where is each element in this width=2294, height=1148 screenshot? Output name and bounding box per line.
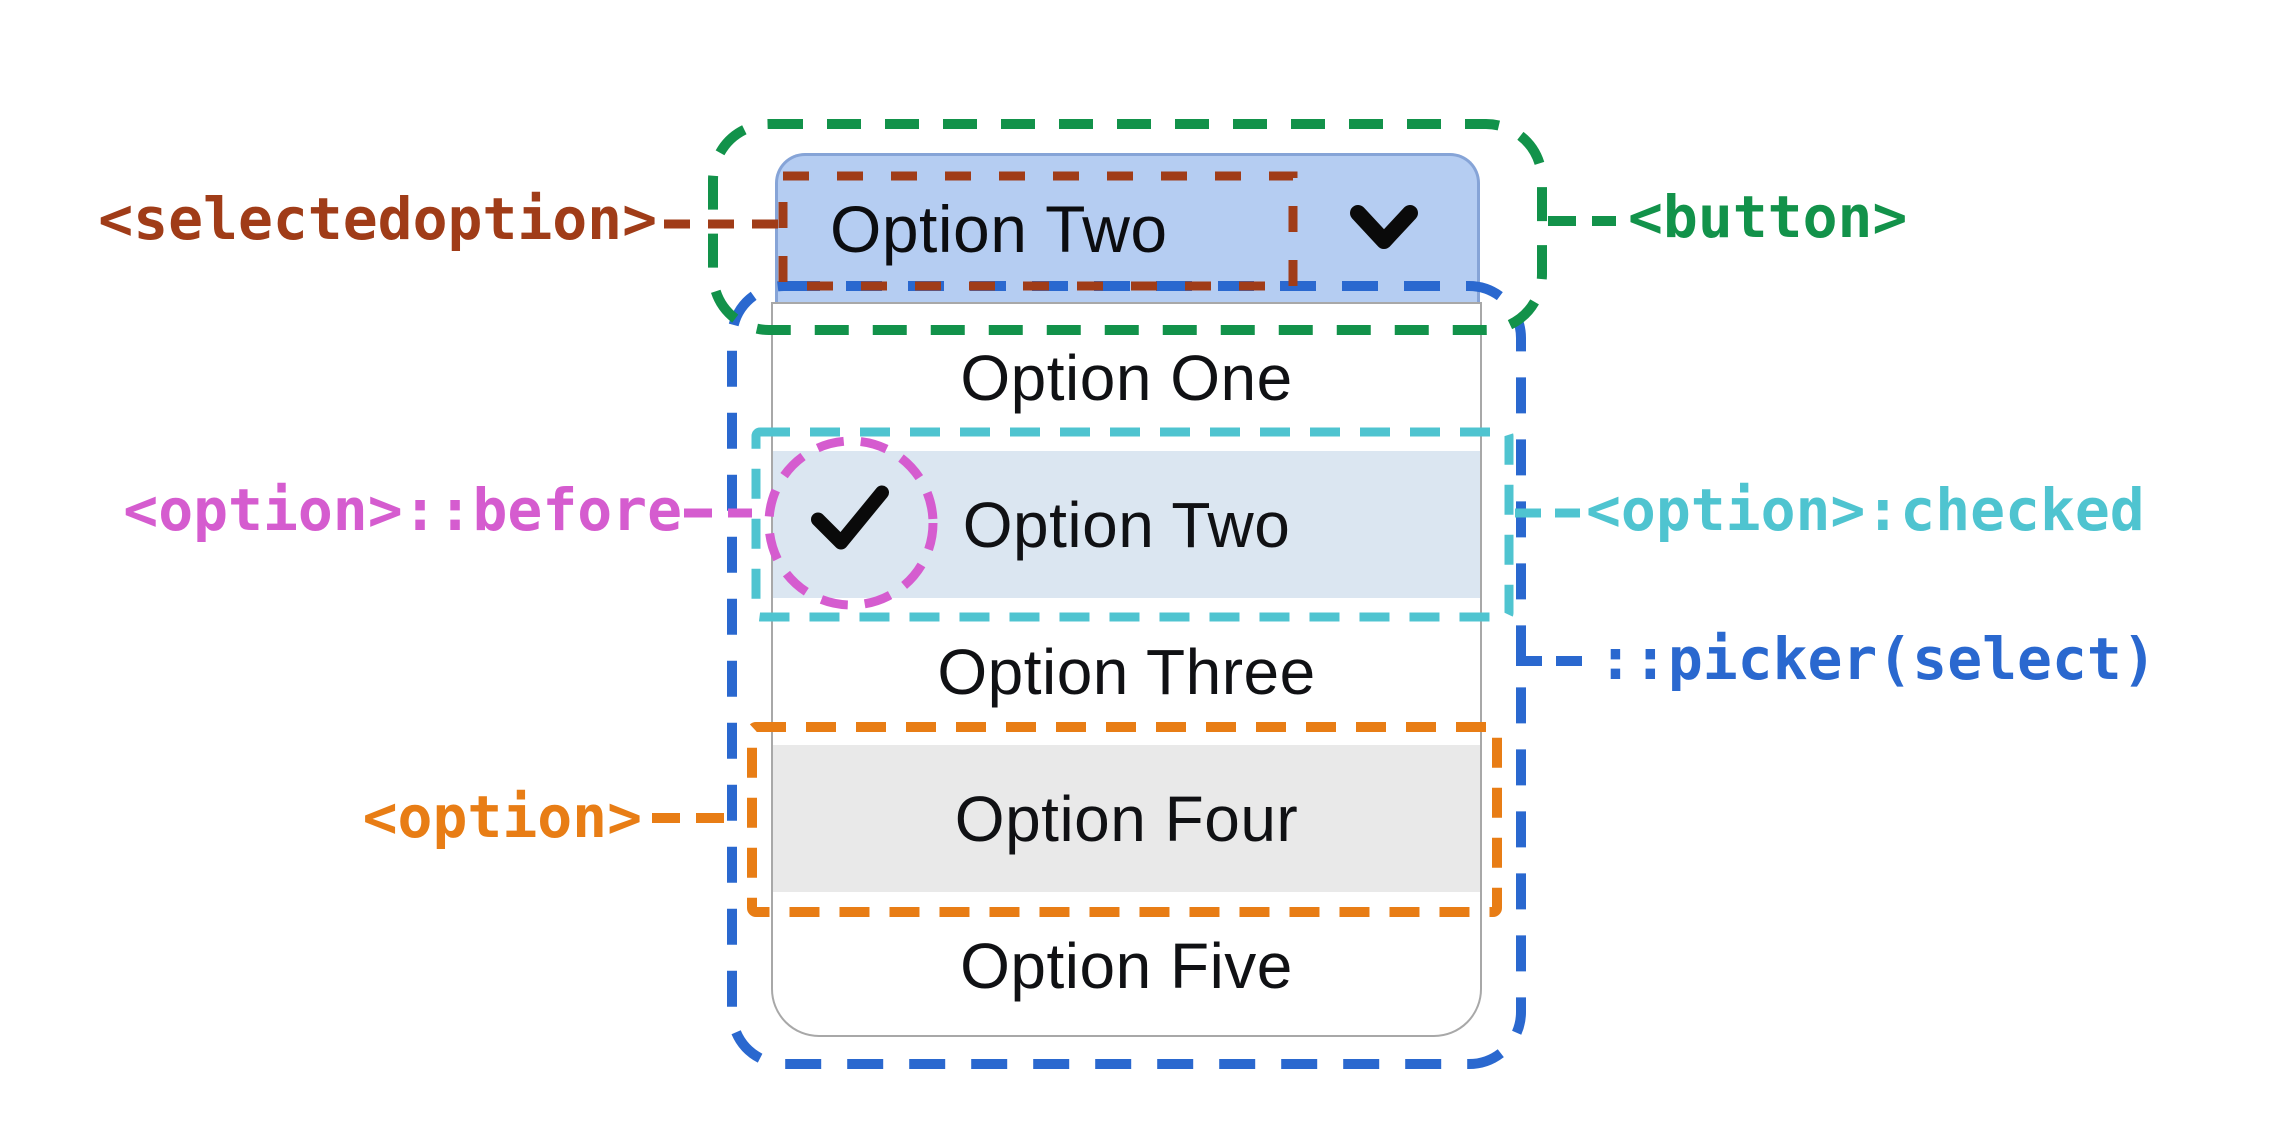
annotation-label-option-checked: <option>:checked <box>1586 476 2145 544</box>
option-item-four-hovered[interactable]: Option Four <box>773 745 1480 892</box>
selected-option-text: Option Two <box>830 192 1168 266</box>
chevron-down-icon <box>1349 191 1419 267</box>
option-label: Option Five <box>960 929 1293 1002</box>
option-label: Option Three <box>937 635 1316 708</box>
select-picker: Option One Option Two Option Three Optio… <box>771 302 1482 1037</box>
option-item-three[interactable]: Option Three <box>773 598 1480 745</box>
check-icon <box>809 483 891 566</box>
annotation-label-button: <button> <box>1628 183 1908 251</box>
option-item-two-checked[interactable]: Option Two <box>773 451 1480 598</box>
annotation-label-selectedoption: <selectedoption> <box>98 185 657 253</box>
annotation-label-option-before: <option>::before <box>123 476 682 544</box>
option-label: Option One <box>960 341 1293 414</box>
option-item-five[interactable]: Option Five <box>773 892 1480 1035</box>
option-label: Option Two <box>962 488 1291 561</box>
option-item-one[interactable]: Option One <box>773 304 1480 451</box>
annotation-label-option: <option> <box>362 783 642 851</box>
select-button[interactable]: Option Two <box>775 153 1480 302</box>
option-label: Option Four <box>954 782 1299 855</box>
annotation-label-picker: ::picker(select) <box>1598 625 2157 693</box>
